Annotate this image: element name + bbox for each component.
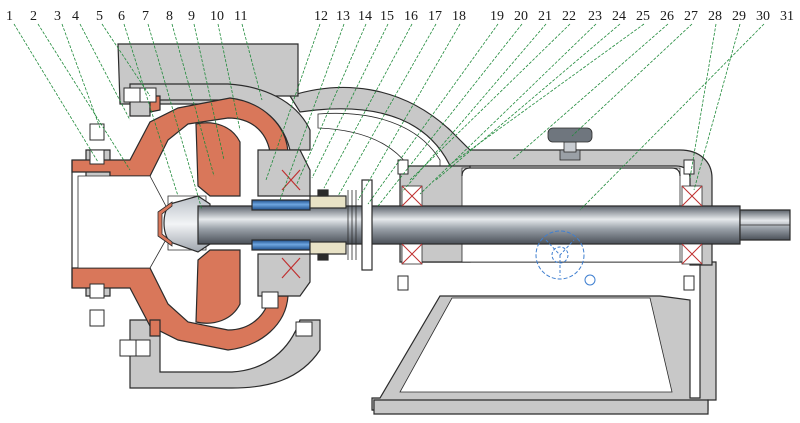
callout-number-30: 30 — [756, 9, 770, 24]
callout-number-27: 27 — [684, 9, 698, 24]
coupling-dashed-detail — [535, 230, 596, 286]
callout-number-23: 23 — [588, 9, 602, 24]
callout-number-31: 31 — [780, 9, 794, 24]
mechanical-seal — [309, 179, 373, 271]
callout-number-10: 10 — [210, 9, 224, 24]
callout-number-3: 3 — [54, 9, 61, 24]
callout-number-1: 1 — [6, 9, 13, 24]
oil-breather-cap — [547, 127, 593, 161]
callout-number-28: 28 — [708, 9, 722, 24]
callout-number-24: 24 — [612, 9, 626, 24]
callout-number-14: 14 — [358, 9, 372, 24]
end-cover-bolts — [89, 87, 695, 357]
callout-number-17: 17 — [428, 9, 442, 24]
callout-number-6: 6 — [118, 9, 125, 24]
bearing-frame-support — [371, 261, 717, 415]
callout-number-8: 8 — [166, 9, 173, 24]
callout-number-4: 4 — [72, 9, 79, 24]
callout-number-15: 15 — [380, 9, 394, 24]
callout-number-9: 9 — [188, 9, 195, 24]
callout-number-11: 11 — [234, 9, 247, 24]
callout-number-16: 16 — [404, 9, 418, 24]
seal-chamber — [257, 149, 311, 297]
callout-number-22: 22 — [562, 9, 576, 24]
callout-number-19: 19 — [490, 9, 504, 24]
leader-lines — [13, 23, 765, 211]
callout-number-21: 21 — [538, 9, 552, 24]
bearings — [401, 185, 703, 265]
callout-number-7: 7 — [142, 9, 149, 24]
callout-number-29: 29 — [732, 9, 746, 24]
callout-number-25: 25 — [636, 9, 650, 24]
callout-number-12: 12 — [314, 9, 328, 24]
pump-shaft — [197, 205, 791, 245]
callout-number-2: 2 — [30, 9, 37, 24]
callout-number-5: 5 — [96, 9, 103, 24]
callout-number-18: 18 — [452, 9, 466, 24]
callout-number-26: 26 — [660, 9, 674, 24]
callout-number-13: 13 — [336, 9, 350, 24]
callout-number-20: 20 — [514, 9, 528, 24]
